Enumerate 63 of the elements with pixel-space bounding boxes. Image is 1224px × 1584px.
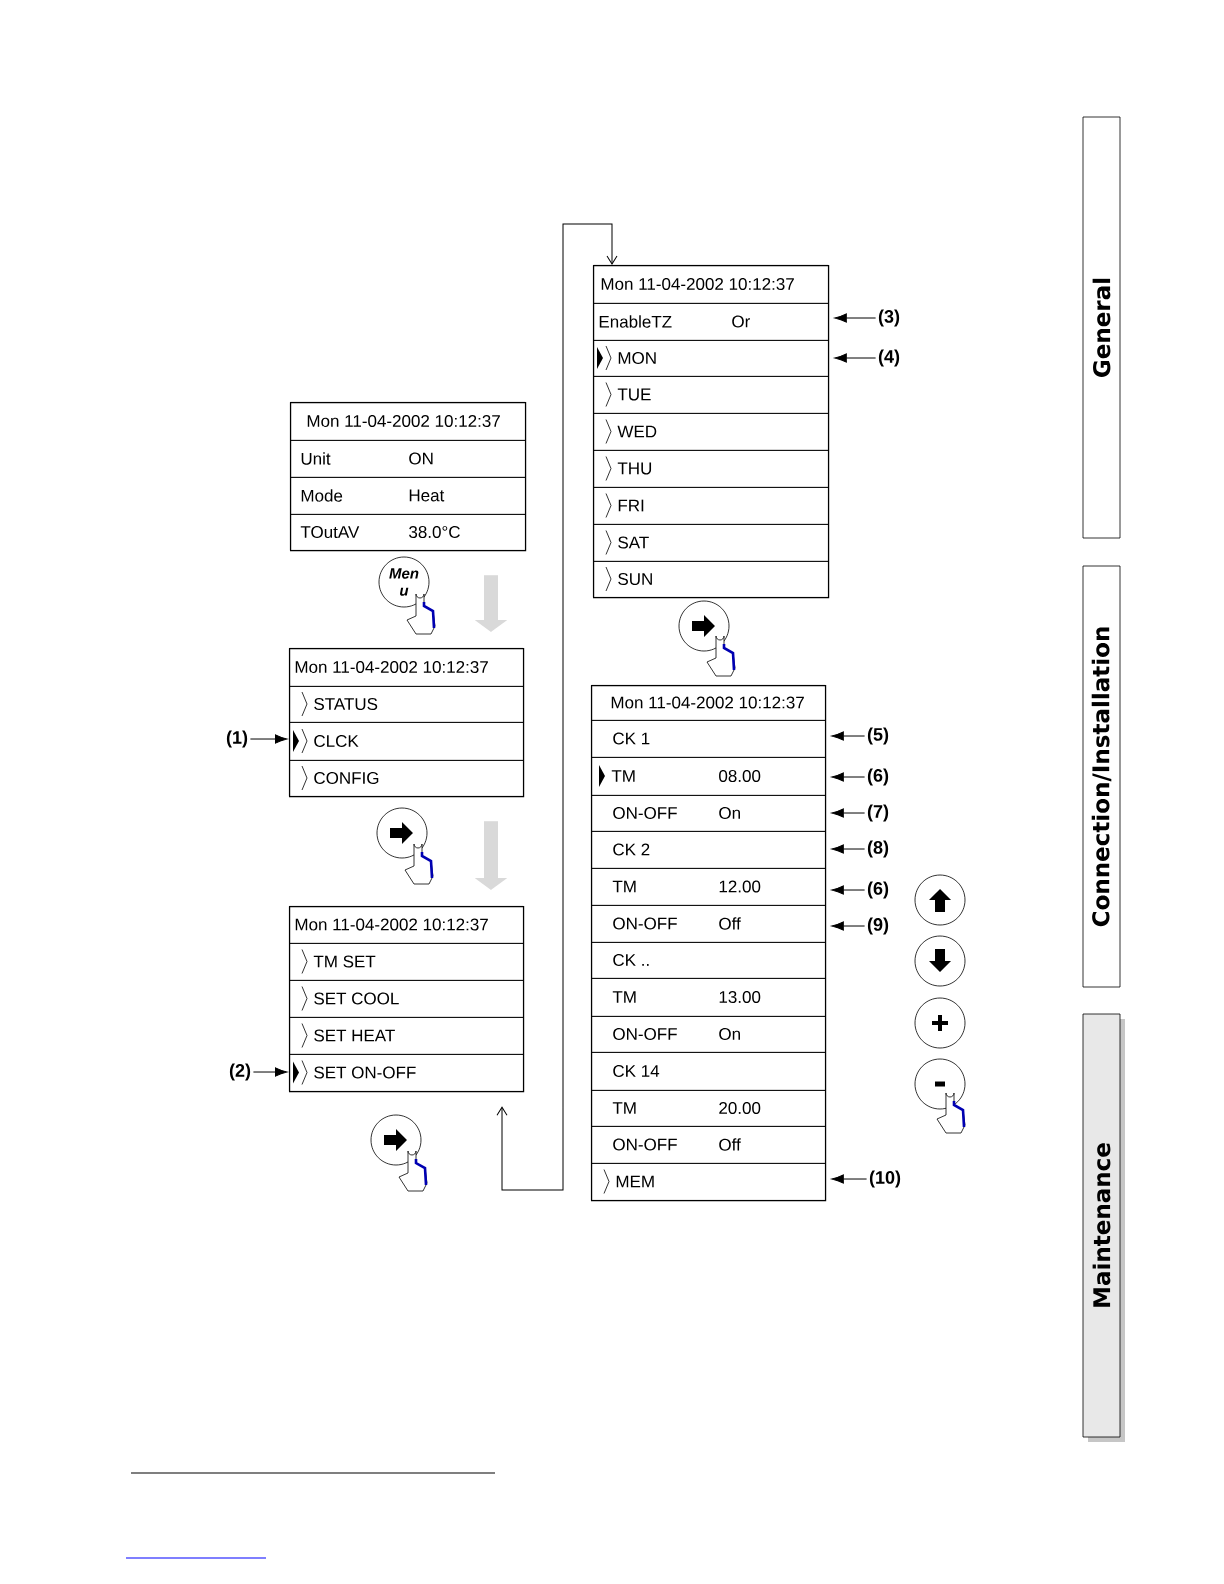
menu-row: ON-OFF Off	[591, 1126, 826, 1164]
menu-row: TM 13.00	[591, 978, 826, 1017]
menu-row: ON-OFF On	[591, 1016, 826, 1053]
menu-row: TM SET	[289, 943, 524, 981]
menu-row: SUN	[593, 561, 829, 598]
menu-row: CK 2	[591, 831, 826, 869]
arrow	[834, 313, 877, 323]
callout-number: (9)	[867, 917, 889, 935]
menu-row: MON	[593, 340, 829, 377]
menu-button: Men u	[378, 556, 430, 608]
menu-row: Mode Heat	[290, 477, 526, 515]
date-time-row: Mon 11-04-2002 10:12:37	[289, 648, 524, 687]
section-tab: Connection/Installation	[1082, 565, 1121, 988]
arrow	[831, 885, 866, 895]
menu-row: CK ..	[591, 942, 826, 979]
menu-row: SET COOL	[289, 980, 524, 1018]
menu-row: TM 08.00	[591, 757, 826, 796]
connector-line	[496, 223, 618, 1191]
arrow	[831, 1174, 868, 1184]
callout-number: (6)	[867, 881, 889, 899]
menu-row: CK 14	[591, 1052, 826, 1091]
arrow	[831, 921, 866, 931]
arrow	[831, 731, 866, 741]
callout-number: (5)	[867, 727, 889, 745]
callout-number: (1)	[226, 730, 248, 748]
menu-row: ON-OFF On	[591, 795, 826, 832]
menu-row: FRI	[593, 487, 829, 525]
menu-row: MEM	[591, 1163, 826, 1201]
date-time-row: Mon 11-04-2002 10:12:37	[289, 906, 524, 944]
menu-row: ON-OFF Off	[591, 905, 826, 943]
section-tab: General	[1082, 116, 1121, 539]
menu-row: TM 12.00	[591, 868, 826, 906]
menu-row: SAT	[593, 524, 829, 562]
menu-row: Unit ON	[290, 440, 526, 478]
callout-number: (3)	[878, 309, 900, 327]
section-tab: Maintenance	[1082, 1013, 1125, 1442]
callout-number: (4)	[878, 349, 900, 367]
date-time-row: Mon 11-04-2002 10:12:37	[591, 685, 826, 721]
menu-row: CLCK	[289, 722, 524, 761]
arrow	[831, 808, 866, 818]
menu-row: TOutAV 38.0°C	[290, 514, 526, 551]
arrow	[249, 734, 288, 744]
callout-number: (2)	[229, 1063, 251, 1081]
callout-number: (8)	[867, 840, 889, 858]
callout-number: (10)	[869, 1170, 901, 1188]
date-time-row: Mon 11-04-2002 10:12:37	[593, 265, 829, 304]
menu-row: WED	[593, 413, 829, 451]
menu-row: STATUS	[289, 686, 524, 723]
menu-row: EnableTZ Or	[593, 303, 829, 341]
callout-number: (7)	[867, 804, 889, 822]
arrow	[252, 1067, 288, 1077]
menu-row: SET ON-OFF	[289, 1054, 524, 1092]
menu-row: CONFIG	[289, 760, 524, 797]
callout-number: (6)	[867, 768, 889, 786]
arrow	[834, 353, 877, 363]
date-time-row: Mon 11-04-2002 10:12:37	[290, 402, 526, 441]
menu-row: CK 1	[591, 720, 826, 758]
arrow	[831, 844, 866, 854]
menu-row: THU	[593, 450, 829, 488]
menu-row: TUE	[593, 376, 829, 414]
arrow	[831, 772, 866, 782]
menu-row: SET HEAT	[289, 1017, 524, 1055]
menu-row: TM 20.00	[591, 1090, 826, 1127]
